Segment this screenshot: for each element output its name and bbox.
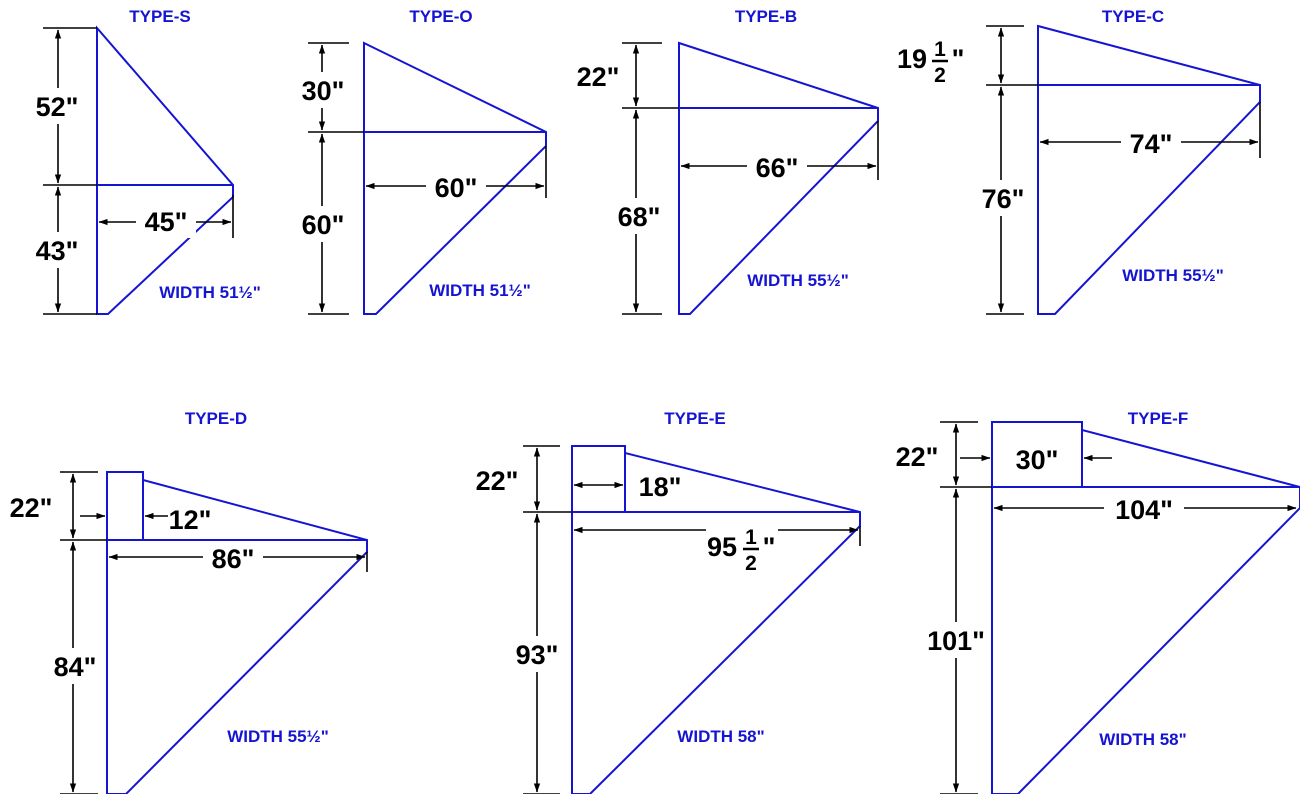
- type-f-box-depth: 30": [1016, 445, 1059, 475]
- type-e-box-depth: 18": [639, 472, 682, 502]
- type-o-bottom-height: 60": [302, 210, 345, 240]
- type-e-depth-numerator: 1: [745, 526, 757, 549]
- type-s-bottom-height: 43": [36, 236, 79, 266]
- type-d-box-depth: 12": [169, 505, 212, 535]
- type-s-width: WIDTH 51½": [159, 283, 261, 302]
- type-e-bottom-height: 93": [516, 640, 559, 670]
- type-o-depth: 60": [435, 173, 478, 203]
- type-s-title: TYPE-S: [129, 7, 190, 26]
- type-f-depth: 104": [1115, 495, 1173, 525]
- diagram-type-d: TYPE-D 22" 84" 12" 86" WIDTH 55½": [10, 409, 368, 794]
- type-e-title: TYPE-E: [664, 409, 725, 428]
- type-f-bottom-height: 101": [927, 626, 985, 656]
- type-c-top-height-numerator: 1: [934, 38, 946, 61]
- type-e-width: WIDTH 58": [677, 727, 764, 746]
- type-c-vertical-dimension: [986, 25, 1038, 315]
- diagram-type-o: TYPE-O 30" 60" 60" WIDTH 51½": [294, 7, 547, 315]
- type-c-width: WIDTH 55½": [1122, 266, 1224, 285]
- type-o-outline: [363, 41, 547, 315]
- type-f-top-height: 22": [896, 442, 939, 472]
- type-d-width: WIDTH 55½": [227, 727, 329, 746]
- type-e-depth-whole: 95: [707, 532, 737, 562]
- type-e-depth-unit: ": [763, 532, 776, 562]
- type-b-vertical-dimension: [622, 42, 679, 315]
- type-b-depth: 66": [756, 153, 799, 183]
- diagram-type-c: TYPE-C 19 1 2 " 76" 74" WIDTH 55½": [897, 7, 1261, 315]
- type-s-depth: 45": [145, 207, 188, 237]
- type-d-top-height: 22": [10, 493, 53, 523]
- type-e-depth-denominator: 2: [745, 552, 757, 575]
- type-f-outline: [991, 421, 1300, 794]
- type-s-vertical-dimension: [43, 27, 97, 315]
- type-b-width: WIDTH 55½": [747, 271, 849, 290]
- type-o-title: TYPE-O: [409, 7, 472, 26]
- type-o-width: WIDTH 51½": [429, 281, 531, 300]
- type-b-top-height: 22": [577, 62, 620, 92]
- type-s-top-height: 52": [36, 92, 79, 122]
- type-s-outline: [96, 25, 234, 315]
- type-b-title: TYPE-B: [735, 7, 797, 26]
- type-d-depth: 86": [212, 544, 255, 574]
- type-e-top-height: 22": [476, 466, 519, 496]
- diagram-type-b: TYPE-B 22" 68" 66" WIDTH 55½": [577, 7, 879, 315]
- type-d-bottom-height: 84": [54, 652, 97, 682]
- type-d-outline: [106, 471, 368, 794]
- type-b-outline: [678, 41, 879, 315]
- diagram-type-e: TYPE-E 22" 93" 18" 95 1 2 " WIDTH 58": [476, 409, 861, 794]
- type-d-title: TYPE-D: [185, 409, 247, 428]
- type-c-bottom-height: 76": [982, 184, 1025, 214]
- type-c-top-height-denominator: 2: [934, 64, 946, 87]
- type-f-width: WIDTH 58": [1099, 730, 1186, 749]
- type-c-title: TYPE-C: [1102, 7, 1164, 26]
- type-c-depth: 74": [1130, 129, 1173, 159]
- diagram-type-s: TYPE-S 52" 43" 45" WIDTH 51½": [28, 7, 261, 315]
- diagram-type-f: TYPE-F 22" 101" 30" 104" WIDTH 58": [896, 409, 1300, 794]
- type-d-vertical-dimension: [60, 471, 107, 794]
- type-f-title: TYPE-F: [1128, 409, 1188, 428]
- type-e-outline: [571, 445, 861, 794]
- type-b-bottom-height: 68": [618, 202, 661, 232]
- type-c-top-height-whole: 19: [897, 44, 927, 74]
- type-c-top-height-unit: ": [952, 44, 965, 74]
- type-c-outline: [1037, 24, 1261, 315]
- type-o-top-height: 30": [302, 76, 345, 106]
- type-f-vertical-dimension: [940, 421, 992, 794]
- type-e-vertical-dimension: [523, 445, 572, 794]
